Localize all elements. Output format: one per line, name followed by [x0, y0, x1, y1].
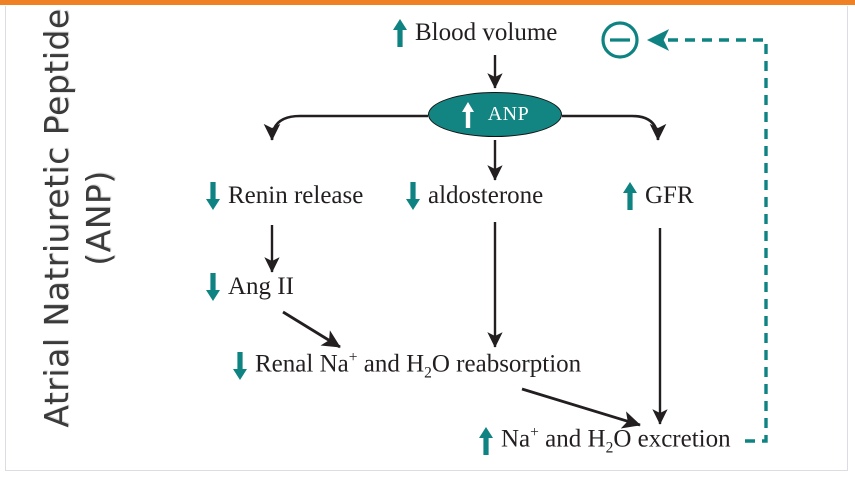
page-title-line-2: (ANP) — [79, 170, 118, 266]
node-renin-release: Renin release — [205, 181, 363, 211]
up-arrow-icon — [392, 18, 408, 48]
node-renal-reabsorption: Renal Na+ and H2O reabsorption — [232, 349, 581, 382]
reabsorption-text-sup: + — [348, 349, 358, 366]
slide-frame — [5, 6, 848, 471]
node-anp-label: ANP — [487, 103, 530, 125]
node-aldosterone: aldosterone — [405, 181, 543, 211]
accent-bar — [0, 0, 855, 5]
node-ang-ii-label: Ang II — [228, 273, 294, 300]
node-gfr-label: GFR — [645, 182, 694, 209]
excretion-text-pre: Na — [501, 425, 531, 453]
excretion-text-sub: 2 — [605, 439, 614, 457]
up-arrow-icon — [461, 101, 475, 129]
page-title-line-1: Atrial Natriuretic Peptide — [36, 8, 76, 428]
down-arrow-icon — [205, 272, 221, 302]
down-arrow-icon — [205, 181, 221, 211]
up-arrow-icon — [478, 426, 494, 456]
node-blood-volume-label: Blood volume — [415, 19, 558, 46]
node-renal-reabsorption-label: Renal Na+ and H2O reabsorption — [255, 349, 581, 382]
reabsorption-text-pre: Renal Na — [255, 350, 349, 378]
node-ang-ii: Ang II — [205, 272, 294, 302]
reabsorption-text-post: O reabsorption — [431, 350, 582, 378]
reabsorption-text-mid: and H — [357, 350, 425, 378]
reabsorption-text-sub: 2 — [424, 364, 432, 382]
excretion-text-sup: + — [530, 424, 539, 441]
down-arrow-icon — [232, 351, 248, 381]
node-anp: ANP — [428, 92, 562, 137]
node-blood-volume: Blood volume — [392, 18, 557, 48]
excretion-text-mid: and H — [538, 425, 606, 453]
page-title: Atrial Natriuretic Peptide (ANP) — [8, 0, 148, 444]
node-renin-release-label: Renin release — [228, 182, 364, 209]
node-gfr: GFR — [622, 181, 694, 211]
excretion-text-post: O excretion — [613, 425, 731, 453]
node-aldosterone-label: aldosterone — [428, 182, 544, 209]
node-excretion: Na+ and H2O excretion — [478, 424, 731, 457]
node-excretion-label: Na+ and H2O excretion — [501, 424, 731, 457]
up-arrow-icon — [622, 181, 638, 211]
down-arrow-icon — [405, 181, 421, 211]
